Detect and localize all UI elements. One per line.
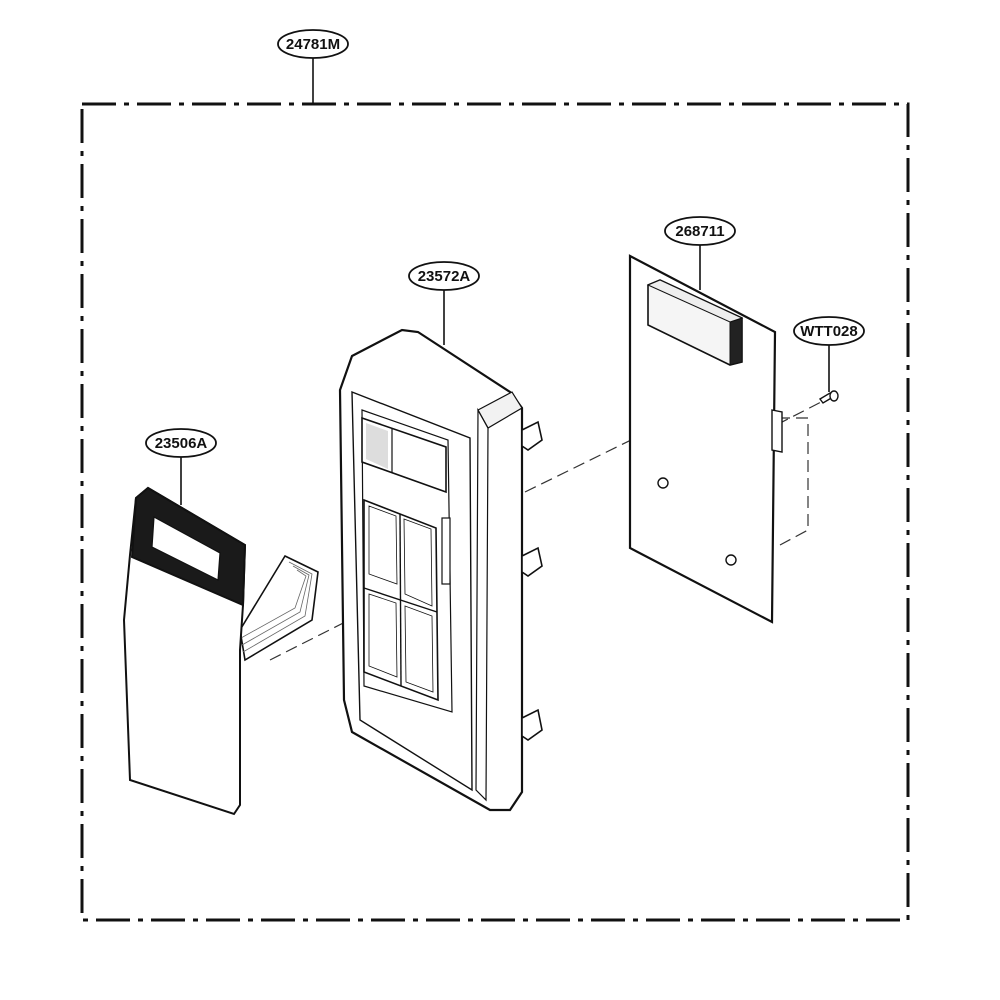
leader-lines	[180, 58, 830, 505]
pcb-part	[628, 254, 783, 624]
callout-pcb: 268711	[664, 216, 736, 246]
callout-control-panel: 23572A	[408, 261, 480, 291]
callout-assembly-label: 24781M	[286, 36, 340, 53]
callout-control-panel-label: 23572A	[418, 268, 471, 285]
keypad-membrane-part	[122, 486, 319, 816]
control-panel-part	[338, 328, 543, 812]
callout-assembly: 24781M	[277, 29, 349, 59]
callout-screw: WTT028	[793, 316, 865, 346]
callout-pcb-label: 268711	[675, 223, 724, 240]
assembly-boundary	[80, 102, 910, 922]
screw-part	[818, 390, 839, 404]
callout-keypad-membrane: 23506A	[145, 428, 217, 458]
callout-keypad-membrane-label: 23506A	[155, 435, 208, 452]
callout-screw-label: WTT028	[800, 323, 858, 340]
